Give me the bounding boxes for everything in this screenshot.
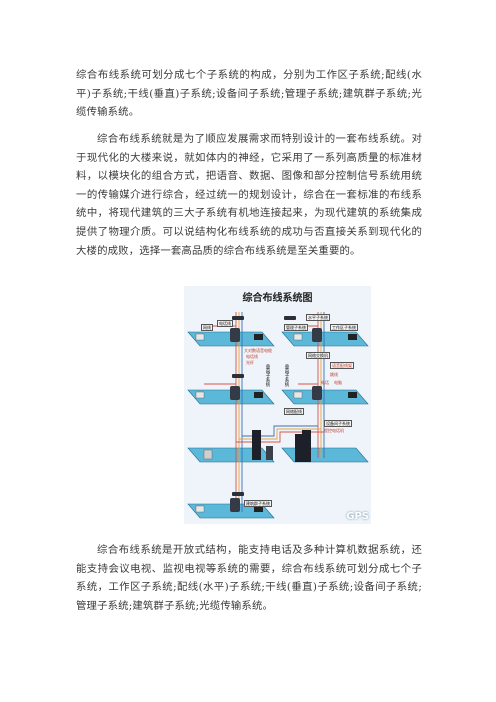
label-vertical-left: 垂直子系统 [265, 364, 270, 387]
diagram-drawing [187, 312, 369, 519]
label-network-cable: 网线 [201, 324, 213, 331]
label-voice-frame: 语音配线架 [330, 362, 354, 369]
label-jumper: 跳线 [330, 372, 338, 377]
label-campus: 建筑群子系统 [244, 500, 272, 507]
label-work-area: 工作区子系统 [330, 324, 358, 331]
label-big-cable: 大对数语音电缆 [244, 348, 272, 353]
label-pbx: 程控电话机 [324, 428, 344, 433]
intro-paragraph: 综合布线系统可划分成七个子系统的构成，分别为工作区子系统;配线(水平)子系统;干… [76, 69, 422, 119]
equipment-racks [230, 316, 322, 512]
diagram-title: 综合布线系统图 [242, 293, 313, 304]
watermark-logo: GPS [346, 511, 369, 522]
floor-devices [195, 333, 357, 513]
label-network-switch: 网络交换机 [306, 352, 330, 359]
label-management: 管理子系统 [284, 324, 308, 331]
description-paragraph: 综合布线系统就是为了顺应发展需求而特别设计的一套布线系统。对于现代化的大楼来说，… [76, 133, 422, 257]
cabling-system-diagram: 综合布线系统图 网线 电话线 大对数语音电缆 电话线 光纤 垂直子系统 垂直子系… [184, 286, 371, 524]
label-network-patch: 网络配线 [284, 408, 304, 415]
label-voice-cable: 电话线 [246, 354, 258, 359]
label-computer: 电脑 [334, 380, 342, 385]
summary-paragraph: 综合布线系统是开放式结构，能支持电话及多种计算机数据系统，还能支持会议电视、监视… [76, 544, 422, 612]
label-vertical-right: 垂直子系统 [284, 364, 289, 387]
label-equipment-room: 设备间子系统 [324, 420, 352, 427]
label-telephone: 电话 [321, 380, 329, 385]
label-phone-cable: 电话线 [217, 320, 233, 327]
label-horizontal: 水平子系统 [306, 314, 330, 321]
label-fiber: 光纤 [246, 360, 254, 365]
left-floors [187, 331, 275, 519]
